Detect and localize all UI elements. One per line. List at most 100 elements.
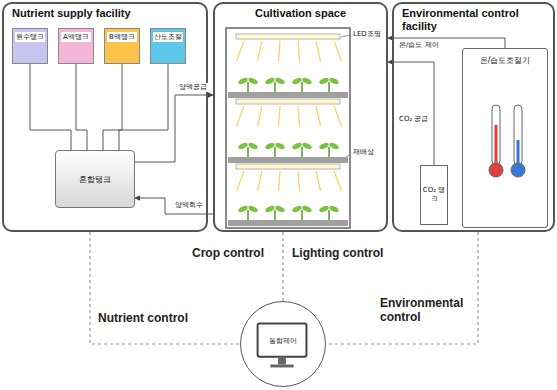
illustration-part bbox=[301, 210, 303, 220]
edge-label: Environmental control bbox=[380, 296, 472, 324]
illustration-part bbox=[258, 171, 263, 191]
illustration-part bbox=[328, 77, 339, 86]
flow-line bbox=[135, 198, 213, 214]
illustration-part bbox=[346, 154, 351, 157]
illustration-part bbox=[298, 171, 300, 191]
illustration-part bbox=[279, 41, 281, 61]
illustration-part bbox=[274, 77, 285, 86]
flow-line bbox=[76, 64, 87, 150]
illustration-part bbox=[228, 92, 348, 98]
flow-line bbox=[119, 64, 168, 150]
illustration-part bbox=[291, 142, 302, 151]
illustration-part bbox=[237, 205, 248, 214]
node-text: 통합제어 bbox=[241, 336, 325, 346]
illustration-part bbox=[258, 106, 263, 126]
illustration-part bbox=[511, 163, 525, 177]
illustration-part bbox=[264, 142, 275, 151]
illustration-part bbox=[318, 142, 329, 151]
node-text: B액탱크 bbox=[107, 32, 137, 42]
illustration-part bbox=[318, 205, 329, 214]
illustration-part bbox=[334, 41, 342, 61]
flow-line bbox=[388, 62, 434, 165]
illustration-part bbox=[279, 106, 281, 126]
illustration-part bbox=[328, 205, 339, 214]
node-text: Environmental control facility bbox=[394, 4, 553, 36]
illustration-part bbox=[301, 77, 312, 86]
co2-tank: CO₂ 탱크 bbox=[420, 165, 448, 225]
illustration-part bbox=[495, 125, 498, 167]
illustration-part bbox=[328, 147, 330, 157]
illustration-part bbox=[301, 142, 312, 151]
illustration-part bbox=[328, 142, 339, 151]
thermometers bbox=[489, 105, 525, 177]
illustration-part bbox=[247, 77, 258, 86]
flow-line bbox=[30, 64, 71, 150]
illustration-part bbox=[270, 365, 293, 368]
illustration-part bbox=[247, 147, 249, 157]
part-label: 재배상 bbox=[352, 148, 375, 157]
edge-label: 양액공급 bbox=[178, 83, 208, 92]
illustration-part bbox=[316, 106, 321, 126]
illustration-part bbox=[316, 171, 321, 191]
illustration-part bbox=[341, 35, 350, 37]
illustration-part bbox=[274, 142, 285, 151]
node-text: 혼합탱크 bbox=[79, 174, 111, 185]
facility-panel: Nutrient supply facility 원수탱크 A액탱크 B액탱크 산도조절… bbox=[2, 2, 208, 232]
illustration-part bbox=[236, 99, 340, 104]
edge-label: CO₂ 공급 bbox=[398, 115, 429, 124]
edge-label: Nutrient control bbox=[98, 311, 188, 325]
control-label: Lighting control bbox=[292, 246, 383, 260]
illustration-part bbox=[237, 41, 342, 220]
edge-label: 양액회수 bbox=[174, 201, 204, 210]
solution-tank: 산도조절 bbox=[150, 28, 186, 64]
illustration-part bbox=[236, 164, 340, 169]
illustration-part bbox=[298, 106, 300, 126]
node-text: Nutrient supply facility bbox=[4, 4, 206, 23]
illustration-part bbox=[237, 106, 245, 126]
node-text: Cultivation space bbox=[215, 4, 386, 23]
illustration-part bbox=[228, 157, 348, 163]
illustration-part bbox=[247, 205, 258, 214]
illustration-part bbox=[274, 205, 285, 214]
illustration-part bbox=[258, 41, 263, 61]
illustration-part bbox=[264, 205, 275, 214]
node-text: 온/습도조절기 bbox=[463, 55, 547, 66]
solution-tank: 원수탱크 bbox=[12, 28, 48, 64]
illustration-part bbox=[328, 210, 330, 220]
illustration-part bbox=[328, 82, 330, 92]
part-label: LED조명 bbox=[352, 30, 382, 39]
illustration-part bbox=[301, 147, 303, 157]
illustration-part bbox=[237, 41, 245, 61]
solution-tank: B액탱크 bbox=[104, 28, 140, 64]
illustration-part bbox=[301, 205, 312, 214]
illustration-part bbox=[334, 106, 342, 126]
illustration-part bbox=[279, 171, 281, 191]
illustration-part bbox=[228, 220, 348, 226]
illustration-part bbox=[226, 28, 350, 228]
illustration-part bbox=[316, 41, 321, 61]
cultivation-rack bbox=[226, 28, 351, 228]
node-text: A액탱크 bbox=[61, 32, 91, 42]
node-text: 산도조절 bbox=[153, 32, 183, 42]
illustration-part bbox=[274, 82, 276, 92]
illustration-part bbox=[334, 171, 342, 191]
illustration-part bbox=[274, 147, 276, 157]
illustration-part bbox=[489, 163, 503, 177]
illustration-part bbox=[301, 82, 303, 92]
solution-tank: A액탱크 bbox=[58, 28, 94, 64]
illustration-part bbox=[237, 142, 248, 151]
control-label: Crop control bbox=[192, 246, 264, 260]
illustration-part bbox=[291, 205, 302, 214]
illustration-part bbox=[298, 41, 300, 61]
illustration-part bbox=[236, 34, 340, 39]
mixing-tank: 혼합탱크 bbox=[55, 150, 135, 208]
illustration-part bbox=[247, 210, 249, 220]
node-text: CO₂ 탱크 bbox=[421, 186, 447, 204]
illustration-part bbox=[247, 142, 258, 151]
control-line bbox=[282, 232, 283, 301]
illustration-part bbox=[278, 357, 286, 365]
flow-line bbox=[135, 95, 213, 162]
illustration-part bbox=[237, 171, 245, 191]
illustration-part bbox=[318, 77, 329, 86]
illustration-part bbox=[264, 77, 275, 86]
